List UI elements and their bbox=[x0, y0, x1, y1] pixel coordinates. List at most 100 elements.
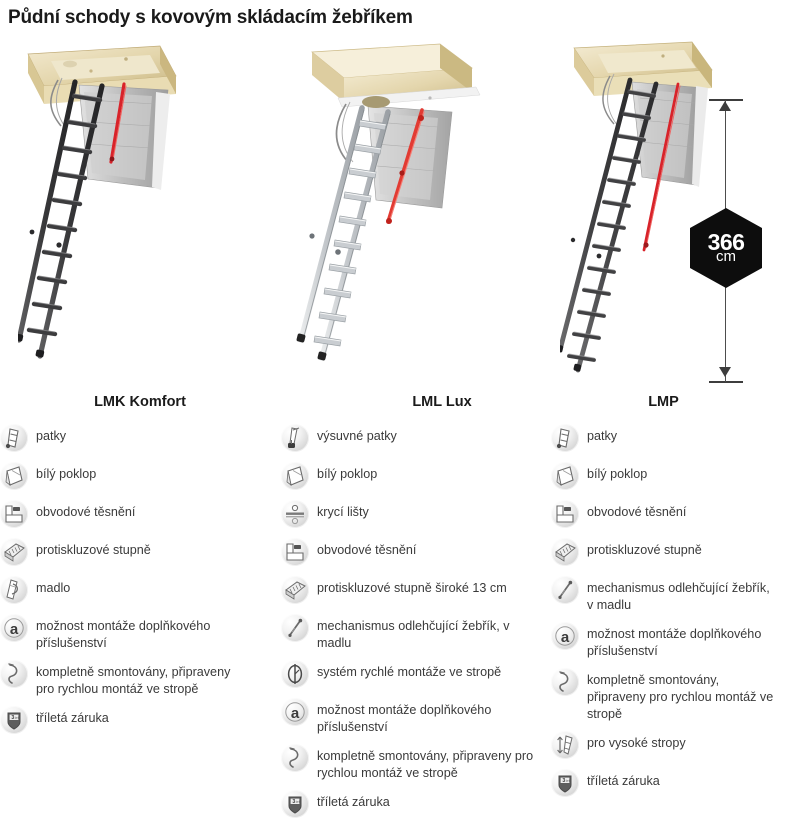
feature-row: systém rychlé montáže ve stropě bbox=[281, 660, 551, 690]
product-gallery: LMK Komfort bbox=[0, 40, 797, 420]
feature-row: kompletně smontovány, připraveny pro ryc… bbox=[281, 744, 551, 782]
feature-row: protiskluzové stupně bbox=[551, 538, 797, 568]
perimeter-seal-icon bbox=[551, 500, 579, 528]
feature-lists: patky bílý poklop obvodové těsnění protiskl… bbox=[0, 424, 797, 824]
feature-label: protiskluzové stupně bbox=[36, 543, 151, 557]
feature-row: výsuvné patky bbox=[281, 424, 551, 454]
cover-strips-icon bbox=[281, 500, 309, 528]
relief-mechanism-icon bbox=[281, 614, 309, 642]
feature-row: obvodové těsnění bbox=[281, 538, 551, 568]
anti-slip-steps-icon bbox=[551, 538, 579, 566]
svg-text:a: a bbox=[10, 621, 19, 638]
height-value: 366 bbox=[707, 228, 745, 255]
feature-label: možnost montáže doplňkového příslušenstv… bbox=[587, 627, 762, 658]
feature-label: systém rychlé montáže ve stropě bbox=[317, 665, 502, 679]
feature-row: a možnost montáže doplňkového příslušenst… bbox=[0, 614, 272, 652]
preassembled-hook-icon bbox=[0, 660, 28, 688]
dimension-top-tick bbox=[709, 99, 743, 101]
quick-mount-system-icon bbox=[281, 660, 309, 688]
feature-label: možnost montáže doplňkového příslušenstv… bbox=[317, 703, 492, 734]
feature-row: protiskluzové stupně bbox=[0, 538, 272, 568]
dimension-arrow-down-icon bbox=[719, 367, 731, 377]
preassembled-hook-icon bbox=[551, 668, 579, 696]
feature-row: obvodové těsnění bbox=[0, 500, 272, 530]
height-unit: cm bbox=[716, 247, 736, 265]
anti-slip-steps-icon bbox=[281, 576, 309, 604]
feature-row: madlo bbox=[0, 576, 272, 606]
feature-label: madlo bbox=[36, 581, 71, 595]
feature-row: a možnost montáže doplňkového příslušenst… bbox=[281, 698, 551, 736]
feature-label: protiskluzové stupně bbox=[587, 543, 702, 557]
feature-label: kompletně smontovány, připraveny pro ryc… bbox=[36, 665, 231, 696]
accessories-a-icon: a bbox=[551, 622, 579, 650]
feature-row: bílý poklop bbox=[0, 462, 272, 492]
svg-text:a: a bbox=[561, 629, 570, 646]
feature-label: patky bbox=[36, 429, 67, 443]
product-card-lml-lux[interactable]: LML Lux bbox=[290, 40, 550, 420]
feature-row: kompletně smontovány, připraveny pro ryc… bbox=[551, 668, 797, 723]
high-ceilings-icon bbox=[551, 731, 579, 759]
feature-label: výsuvné patky bbox=[317, 429, 397, 443]
accessories-a-icon: a bbox=[0, 614, 28, 642]
handrail-icon bbox=[0, 576, 28, 604]
product-image-lmp bbox=[555, 40, 795, 385]
svg-text:a: a bbox=[291, 705, 300, 722]
feature-row: mechanismus odlehčující žebřík, v madlu bbox=[551, 576, 797, 614]
feature-label: pro vysoké stropy bbox=[587, 736, 686, 750]
feature-label: krycí lišty bbox=[317, 505, 369, 519]
dimension-arrow-up-icon bbox=[719, 101, 731, 111]
white-hatch-icon bbox=[281, 462, 309, 490]
product-name-lmk-komfort: LMK Komfort bbox=[94, 394, 186, 410]
product-name-lmp: LMP bbox=[648, 394, 679, 410]
foot-pads-icon bbox=[551, 424, 579, 452]
product-card-lmp[interactable]: LMP bbox=[555, 40, 795, 420]
feature-label: obvodové těsnění bbox=[587, 505, 687, 519]
feature-label: mechanismus odlehčující žebřík, v madlu bbox=[317, 619, 510, 650]
svg-text:let: let bbox=[15, 715, 20, 720]
feature-label: tříletá záruka bbox=[36, 711, 109, 725]
product-image-lml-lux bbox=[290, 40, 550, 385]
feature-label: bílý poklop bbox=[36, 467, 97, 481]
feature-row: bílý poklop bbox=[551, 462, 797, 492]
feature-label: bílý poklop bbox=[587, 467, 648, 481]
feature-label: tříletá záruka bbox=[317, 795, 390, 809]
feature-list-lmk-komfort: patky bílý poklop obvodové těsnění protiskl… bbox=[0, 424, 272, 744]
product-card-lmk-komfort[interactable]: LMK Komfort bbox=[14, 40, 278, 420]
feature-row: krycí lišty bbox=[281, 500, 551, 530]
preassembled-hook-icon bbox=[281, 744, 309, 772]
accessories-a-icon: a bbox=[281, 698, 309, 726]
relief-mechanism-icon bbox=[551, 576, 579, 604]
perimeter-seal-icon bbox=[281, 538, 309, 566]
feature-label: obvodové těsnění bbox=[317, 543, 417, 557]
feature-label: kompletně smontovány, připraveny pro ryc… bbox=[587, 673, 774, 721]
svg-text:let: let bbox=[296, 799, 301, 804]
height-dimension-annotation: 366 cm bbox=[690, 96, 762, 386]
product-name-lml-lux: LML Lux bbox=[412, 394, 472, 410]
page-title: Půdní schody s kovovým skládacím žebříke… bbox=[8, 7, 413, 28]
feature-row: obvodové těsnění bbox=[551, 500, 797, 530]
feature-label: protiskluzové stupně široké 13 cm bbox=[317, 581, 507, 595]
anti-slip-steps-icon bbox=[0, 538, 28, 566]
feature-label: kompletně smontovány, připraveny pro ryc… bbox=[317, 749, 534, 780]
feature-label: mechanismus odlehčující žebřík, v madlu bbox=[587, 581, 770, 612]
feature-row: protiskluzové stupně široké 13 cm bbox=[281, 576, 551, 606]
svg-text:3: 3 bbox=[292, 799, 295, 805]
white-hatch-icon bbox=[551, 462, 579, 490]
feature-list-lml-lux: výsuvné patky bílý poklop krycí lišty obvod… bbox=[281, 424, 551, 828]
feature-label: bílý poklop bbox=[317, 467, 378, 481]
feature-row: mechanismus odlehčující žebřík, v madlu bbox=[281, 614, 551, 652]
feature-label: možnost montáže doplňkového příslušenstv… bbox=[36, 619, 211, 650]
svg-text:let: let bbox=[566, 778, 571, 783]
feature-label: tříletá záruka bbox=[587, 774, 660, 788]
perimeter-seal-icon bbox=[0, 500, 28, 528]
feature-label: obvodové těsnění bbox=[36, 505, 136, 519]
feature-label: patky bbox=[587, 429, 618, 443]
feature-list-lmp: patky bílý poklop obvodové těsnění protiskl… bbox=[551, 424, 797, 807]
svg-text:3: 3 bbox=[11, 715, 14, 721]
foot-pads-icon bbox=[0, 424, 28, 452]
